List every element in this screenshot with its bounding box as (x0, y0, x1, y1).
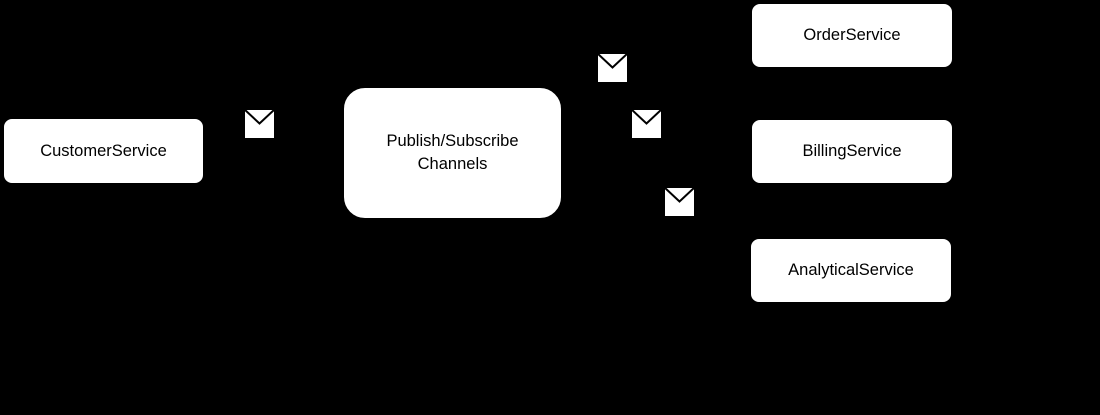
node-label: CustomerService (40, 141, 167, 160)
message-envelope-icon (596, 52, 629, 84)
message-envelope-icon (243, 108, 276, 140)
node-publish-subscribe-channels: Publish/Subscribe Channels (343, 87, 562, 219)
node-label: AnalyticalService (788, 261, 914, 279)
node-label: BillingService (802, 142, 902, 160)
message-envelope-icon (630, 108, 663, 140)
node-label: OrderService (803, 26, 901, 44)
node-label: Publish/Subscribe Channels (386, 132, 519, 173)
node-billing-service: BillingService (751, 119, 953, 184)
node-order-service: OrderService (751, 3, 953, 68)
node-analytical-service: AnalyticalService (750, 238, 952, 303)
node-customer-service: CustomerService (3, 118, 204, 184)
message-envelope-icon (663, 186, 696, 218)
